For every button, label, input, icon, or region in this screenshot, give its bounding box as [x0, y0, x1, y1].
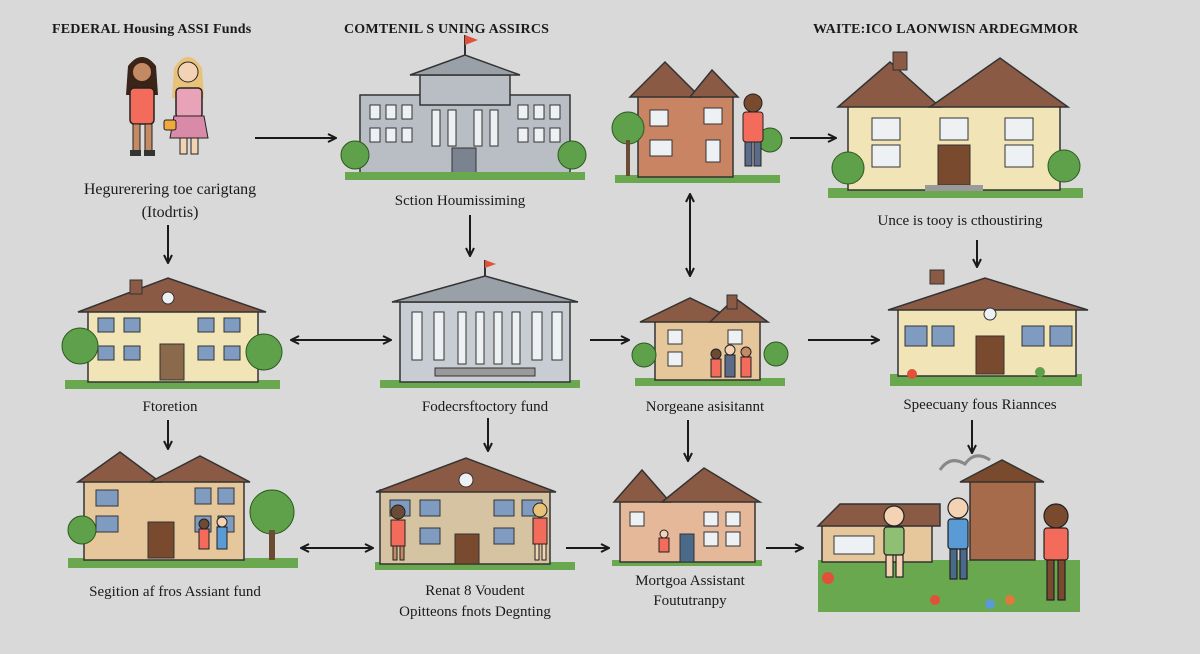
header-federal-funds: FEDERAL Housing ASSI Funds	[52, 22, 252, 37]
label-r3c1: Segition af fros Assiant fund	[89, 584, 261, 600]
header-waitlist-arrangement: WAITE:ICO LAONWISN ARDEGMMOR	[813, 22, 1079, 37]
label-r3c2-line2: Opitteons fnots Degnting	[399, 604, 551, 620]
foretion-house	[61, 277, 283, 389]
label-r2c4: Speecuany fous Riannces	[903, 397, 1057, 413]
label-r3c3-line1: Mortgoa Assistant	[635, 573, 745, 589]
brick-house-with-person	[611, 60, 783, 183]
label-r2c3: Norgeane asisitannt	[645, 399, 765, 415]
federal-factory-fund-building	[380, 260, 580, 388]
rental-voucher-building	[375, 457, 575, 570]
label-r2c1: Ftoretion	[142, 399, 198, 415]
mortgage-future-house	[612, 467, 763, 566]
header-continuing-assistance: COMTENIL S UNING ASSIRCS	[344, 22, 550, 37]
label-r3c3-line2: Foututranpy	[653, 593, 727, 609]
family-illustration	[126, 57, 209, 156]
family-home-scene	[816, 454, 1080, 612]
label-r1c1-line2: (Itodrtis)	[141, 204, 199, 221]
mortgage-assistant-house	[631, 294, 789, 386]
label-r3c2-line1: Renat 8 Voudent	[425, 583, 525, 599]
section-housing-building	[340, 35, 587, 180]
segregation-fund-house	[67, 451, 298, 568]
label-r2c2: Fodecrsftoctory fund	[421, 399, 549, 415]
flow-arrows	[168, 138, 977, 548]
specialty-funds-house	[887, 269, 1089, 386]
label-r1c1-line1: Hegurerering toe carigtang	[83, 181, 257, 198]
label-r1c2: Sction Houmissiming	[394, 193, 526, 209]
label-r1c4: Unce is tooy is cthoustiring	[877, 213, 1043, 229]
large-cream-house	[828, 51, 1083, 198]
